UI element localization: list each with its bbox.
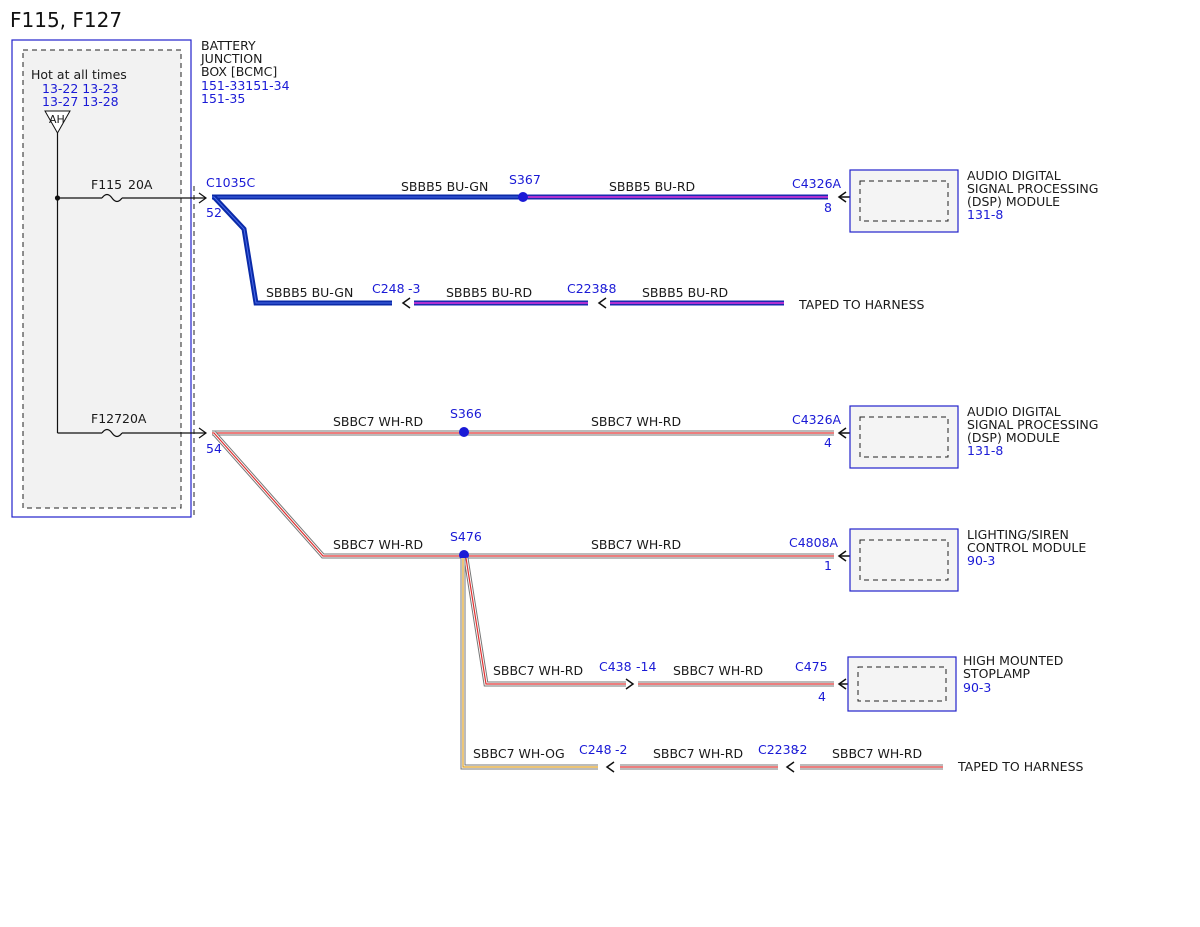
fuse-f115-id: F115 (91, 177, 122, 192)
module-4-name-2: STOPLAMP (963, 666, 1031, 681)
bus-symbol-label: AH (49, 113, 65, 126)
splice-s367-label[interactable]: S367 (509, 172, 541, 187)
connector-c248-2-pin: -2 (615, 742, 627, 757)
internal-bus (54, 133, 208, 439)
wire-sbbc7-whrd-to-c438[interactable] (463, 557, 626, 687)
splice-s476-label[interactable]: S476 (450, 529, 482, 544)
splice-s366-label[interactable]: S366 (450, 406, 482, 421)
label-sbbc7-whrd-5: SBBC7 WH-RD (493, 663, 583, 678)
fuse-f127-id: F127 (91, 411, 122, 426)
connector-c248-3[interactable]: C248 (372, 281, 405, 296)
bjb-ref-2[interactable]: 151-35 (201, 91, 245, 106)
connector-c248-2[interactable]: C248 (579, 742, 612, 757)
module-2-ref[interactable]: 131-8 (967, 443, 1003, 458)
connector-c248-3-pin: -3 (408, 281, 420, 296)
connector-c438[interactable]: C438 (599, 659, 632, 674)
wire-sbbc7-whog[interactable] (460, 558, 598, 770)
hot-at-all-times-label: Hot at all times (31, 67, 127, 82)
label-sbbb5-bugn-2: SBBB5 BU-GN (266, 285, 353, 300)
module-1-connector[interactable]: C4326A (792, 176, 842, 191)
label-sbbc7-whrd-3: SBBC7 WH-RD (333, 537, 423, 552)
bjb-name-line-3: BOX [BCMC] (201, 64, 277, 79)
module-1-name-2: SIGNAL PROCESSING (967, 181, 1098, 196)
taped-to-harness-2: TAPED TO HARNESS (957, 759, 1084, 774)
module-1-ref[interactable]: 131-8 (967, 207, 1003, 222)
module-3-connector[interactable]: C4808A (789, 535, 839, 550)
label-sbbb5-burd-1: SBBB5 BU-RD (609, 179, 695, 194)
module-2-name-3: (DSP) MODULE (967, 430, 1060, 445)
page-title: F115, F127 (10, 8, 122, 32)
module-3-name-1: LIGHTING/SIREN (967, 527, 1069, 542)
module-3-pin: 1 (824, 558, 832, 573)
module-2-pin: 4 (824, 435, 832, 450)
taped-to-harness-1: TAPED TO HARNESS (798, 297, 925, 312)
module-4-name-1: HIGH MOUNTED (963, 653, 1063, 668)
module-box-stoplamp[interactable] (847, 656, 957, 712)
connector-c1035c[interactable]: C1035C (206, 175, 256, 190)
label-sbbc7-whrd-6: SBBC7 WH-RD (673, 663, 763, 678)
module-box-dsp-1[interactable] (849, 169, 959, 233)
module-1-name-3: (DSP) MODULE (967, 194, 1060, 209)
splice-s366[interactable] (459, 427, 469, 437)
connector-c2238-2[interactable]: C2238 (758, 742, 799, 757)
battery-junction-box (11, 39, 195, 518)
bjb-ref-1[interactable]: 151-33151-34 (201, 78, 290, 93)
bus-triangle-icon (44, 110, 71, 135)
bjb-name-line-1: BATTERY (201, 38, 256, 53)
module-4-ref[interactable]: 90-3 (963, 680, 991, 695)
module-box-dsp-2[interactable] (849, 405, 959, 469)
module-4-connector[interactable]: C475 (795, 659, 828, 674)
connector-c2238-2-pin: -2 (795, 742, 807, 757)
connector-c438-pin: -14 (636, 659, 656, 674)
module-3-name-2: CONTROL MODULE (967, 540, 1086, 555)
fuse-f127-rating: 20A (122, 411, 147, 426)
pin-52: 52 (206, 205, 222, 220)
label-sbbb5-burd-2: SBBB5 BU-RD (446, 285, 532, 300)
label-sbbc7-whrd-8: SBBC7 WH-RD (832, 746, 922, 761)
wire-sbbc7-whrd-branch-s476[interactable] (212, 431, 834, 559)
connector-arrow-icon (605, 427, 858, 773)
wire-sbbb5-bugn-branch[interactable] (212, 195, 392, 306)
pin-54: 54 (206, 441, 222, 456)
splice-s367[interactable] (518, 192, 528, 202)
module-2-name-2: SIGNAL PROCESSING (967, 417, 1098, 432)
connector-c2238-8-pin: -8 (604, 281, 617, 296)
label-sbbc7-whog: SBBC7 WH-OG (473, 746, 565, 761)
module-2-name-1: AUDIO DIGITAL (967, 404, 1061, 419)
module-1-pin: 8 (824, 200, 832, 215)
label-sbbc7-whrd-1: SBBC7 WH-RD (333, 414, 423, 429)
splice-s476[interactable] (459, 550, 469, 560)
label-sbbc7-whrd-4: SBBC7 WH-RD (591, 537, 681, 552)
fuse-f115-rating: 20A (128, 177, 153, 192)
label-sbbc7-whrd-2: SBBC7 WH-RD (591, 414, 681, 429)
hot-ref-1[interactable]: 13-22 13-23 (42, 81, 119, 96)
connector-c2238-8[interactable]: C2238 (567, 281, 608, 296)
module-4-pin: 4 (818, 689, 826, 704)
label-sbbb5-burd-3: SBBB5 BU-RD (642, 285, 728, 300)
module-3-ref[interactable]: 90-3 (967, 553, 995, 568)
module-1-name-1: AUDIO DIGITAL (967, 168, 1061, 183)
label-sbbb5-bugn-1: SBBB5 BU-GN (401, 179, 488, 194)
bjb-name-line-2: JUNCTION (200, 51, 262, 66)
label-sbbc7-whrd-7: SBBC7 WH-RD (653, 746, 743, 761)
module-box-lighting-siren[interactable] (849, 528, 959, 592)
hot-ref-2[interactable]: 13-27 13-28 (42, 94, 119, 109)
module-2-connector[interactable]: C4326A (792, 412, 842, 427)
